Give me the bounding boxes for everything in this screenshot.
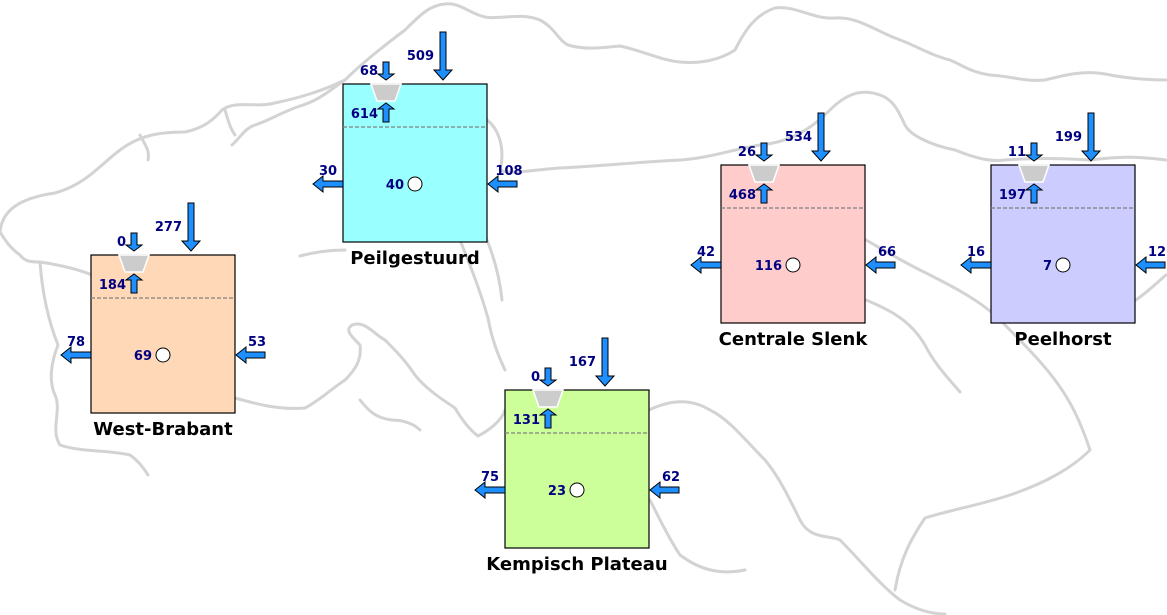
lateral-inflow-arrow-icon [235,345,266,365]
storage-circle-icon [155,347,171,363]
precipitation-arrow-icon [594,337,616,387]
upward-arrow-icon [754,183,774,204]
precipitation-value: 534 [785,130,812,145]
storage-circle-icon [407,176,423,192]
outflow-arrow-icon [690,255,722,275]
precipitation-arrow-icon [180,202,202,252]
funnel-icon [531,389,565,408]
lateral-inflow-arrow-icon [487,174,518,194]
upward-arrow-icon [538,408,558,429]
lateral-inflow-value: 53 [248,335,266,350]
upward-arrow-icon [376,102,396,123]
precipitation-value: 199 [1055,130,1082,145]
outflow-value: 30 [319,164,337,179]
upward-value: 197 [999,188,1026,203]
lateral-inflow-arrow-icon [1135,255,1166,275]
funnel-icon [1017,164,1051,183]
outflow-value: 78 [67,335,85,350]
region-name: Peelhorst [1014,329,1112,350]
funnel-icon [369,83,403,102]
region-box [504,389,650,549]
upward-arrow-icon [124,273,144,294]
outflow-value: 16 [967,245,985,260]
lateral-inflow-arrow-icon [865,255,896,275]
region-box [90,254,236,414]
upward-value: 468 [729,188,756,203]
outflow-arrow-icon [960,255,992,275]
top-inflow-value: 26 [738,145,756,160]
lateral-inflow-value: 12 [1148,245,1166,260]
top-inflow-value: 68 [360,64,378,79]
inflow-arrow-icon [124,232,144,252]
region-name: Centrale Slenk [719,329,869,350]
storage-value: 23 [548,484,566,499]
precipitation-arrow-icon [1080,112,1102,162]
outflow-value: 42 [697,245,715,260]
precipitation-value: 509 [407,49,434,64]
precipitation-value: 277 [155,220,182,235]
storage-value: 116 [755,259,782,274]
region-name: West-Brabant [93,419,233,440]
precipitation-arrow-icon [810,112,832,162]
outflow-value: 75 [481,470,499,485]
region-name: Peilgestuurd [350,248,480,269]
outflow-arrow-icon [312,174,344,194]
top-inflow-value: 11 [1008,145,1026,160]
upward-value: 184 [99,278,126,293]
top-inflow-value: 0 [531,370,540,385]
inflow-arrow-icon [376,61,396,81]
upward-value: 131 [513,413,540,428]
storage-circle-icon [569,482,585,498]
outflow-arrow-icon [60,345,92,365]
inflow-arrow-icon [538,367,558,387]
precipitation-arrow-icon [432,31,454,81]
top-inflow-value: 0 [117,235,126,250]
upward-arrow-icon [1024,183,1044,204]
region-box [990,164,1136,324]
funnel-icon [117,254,151,273]
region-box [720,164,866,324]
storage-circle-icon [785,257,801,273]
storage-value: 69 [134,349,152,364]
funnel-icon [747,164,781,183]
inflow-arrow-icon [1024,142,1044,162]
lateral-inflow-value: 66 [878,245,896,260]
region-name: Kempisch Plateau [486,554,667,575]
storage-value: 7 [1043,259,1052,274]
upward-value: 614 [351,107,378,122]
storage-circle-icon [1055,257,1071,273]
lateral-inflow-arrow-icon [649,480,680,500]
region-box [342,83,488,243]
outflow-arrow-icon [474,480,506,500]
lateral-inflow-value: 62 [662,470,680,485]
storage-value: 40 [386,178,404,193]
lateral-inflow-value: 108 [495,164,522,179]
precipitation-value: 167 [569,355,596,370]
inflow-arrow-icon [754,142,774,162]
